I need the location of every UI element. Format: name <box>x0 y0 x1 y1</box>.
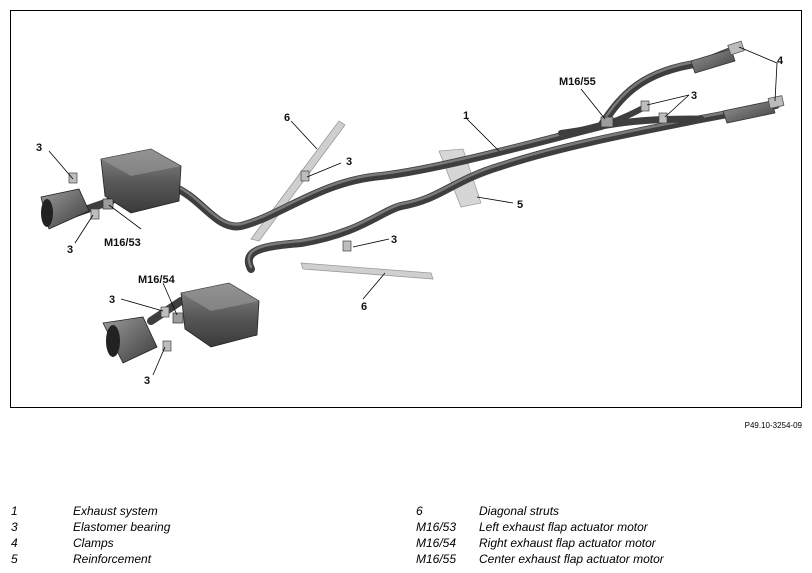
legend-number: 6 <box>416 504 423 518</box>
catalytic-converter-upper <box>690 40 745 74</box>
legend-row: 4 Clamps <box>11 535 170 551</box>
legend-number: 5 <box>11 552 18 566</box>
legend-text: Clamps <box>73 536 114 550</box>
flap-actuator-motors <box>102 116 614 324</box>
right-muffler <box>180 282 260 348</box>
left-tailpipe-tips <box>40 188 90 230</box>
legend-left: 1 Exhaust system 3 Elastomer bearing 4 C… <box>11 503 170 567</box>
callout-labels: 3 3 M16/53 6 3 1 M16/55 3 4 5 3 6 M16/54… <box>36 55 784 387</box>
left-muffler <box>100 148 182 214</box>
legend-text: Exhaust system <box>73 504 158 518</box>
legend-text: Reinforcement <box>73 552 152 566</box>
diagonal-strut-upper <box>250 120 346 242</box>
legend-number: 3 <box>11 520 18 534</box>
legend-text: Diagonal struts <box>479 504 560 518</box>
callout-6-b: 6 <box>361 301 367 313</box>
callout-m16-54: M16/54 <box>138 274 176 286</box>
callout-6-a: 6 <box>284 112 290 124</box>
callout-3-d: 3 <box>691 90 697 102</box>
legend-text: Left exhaust flap actuator motor <box>479 520 648 534</box>
legend-text: Center exhaust flap actuator motor <box>479 552 664 566</box>
legend-number: 1 <box>11 504 18 518</box>
right-tailpipe-tips <box>102 316 158 364</box>
diagonal-strut-lower <box>300 262 434 280</box>
callout-3-f: 3 <box>109 294 115 306</box>
legend-text: Elastomer bearing <box>73 520 171 534</box>
legend-number: M16/55 <box>416 552 457 566</box>
legend-row: 1 Exhaust system <box>11 503 170 519</box>
elastomer-bearings <box>68 100 668 352</box>
legend-row: 3 Elastomer bearing <box>11 519 170 535</box>
legend-right: 6 Diagonal struts M16/53 Left exhaust fl… <box>416 503 664 567</box>
legend-row: M16/53 Left exhaust flap actuator motor <box>416 519 664 535</box>
callout-3-c: 3 <box>346 156 352 168</box>
legend-number: M16/54 <box>416 536 457 550</box>
legend-row: M16/55 Center exhaust flap actuator moto… <box>416 551 664 567</box>
callout-leaders <box>48 46 778 376</box>
callout-3-a: 3 <box>36 142 42 154</box>
exhaust-system-illustration: 3 3 M16/53 6 3 1 M16/55 3 4 5 3 6 M16/54… <box>36 40 785 387</box>
legend-row: 5 Reinforcement <box>11 551 170 567</box>
legend-row: 6 Diagonal struts <box>416 503 664 519</box>
callout-m16-53: M16/53 <box>104 237 141 249</box>
exhaust-pipes <box>72 47 780 325</box>
catalytic-converter-lower <box>722 95 785 124</box>
callout-5: 5 <box>517 199 523 211</box>
figure-id: P49.10-3254-09 <box>744 421 802 430</box>
callout-3-g: 3 <box>144 375 150 387</box>
legend-number: 4 <box>11 536 18 550</box>
callout-4: 4 <box>777 55 784 67</box>
callout-1: 1 <box>463 110 469 122</box>
callout-3-b: 3 <box>67 244 73 256</box>
legend-text: Right exhaust flap actuator motor <box>479 536 656 550</box>
legend-number: M16/53 <box>416 520 457 534</box>
callout-3-e: 3 <box>391 234 397 246</box>
legend-row: M16/54 Right exhaust flap actuator motor <box>416 535 664 551</box>
figure-frame: 3 3 M16/53 6 3 1 M16/55 3 4 5 3 6 M16/54… <box>10 10 802 408</box>
callout-m16-55: M16/55 <box>559 76 596 88</box>
